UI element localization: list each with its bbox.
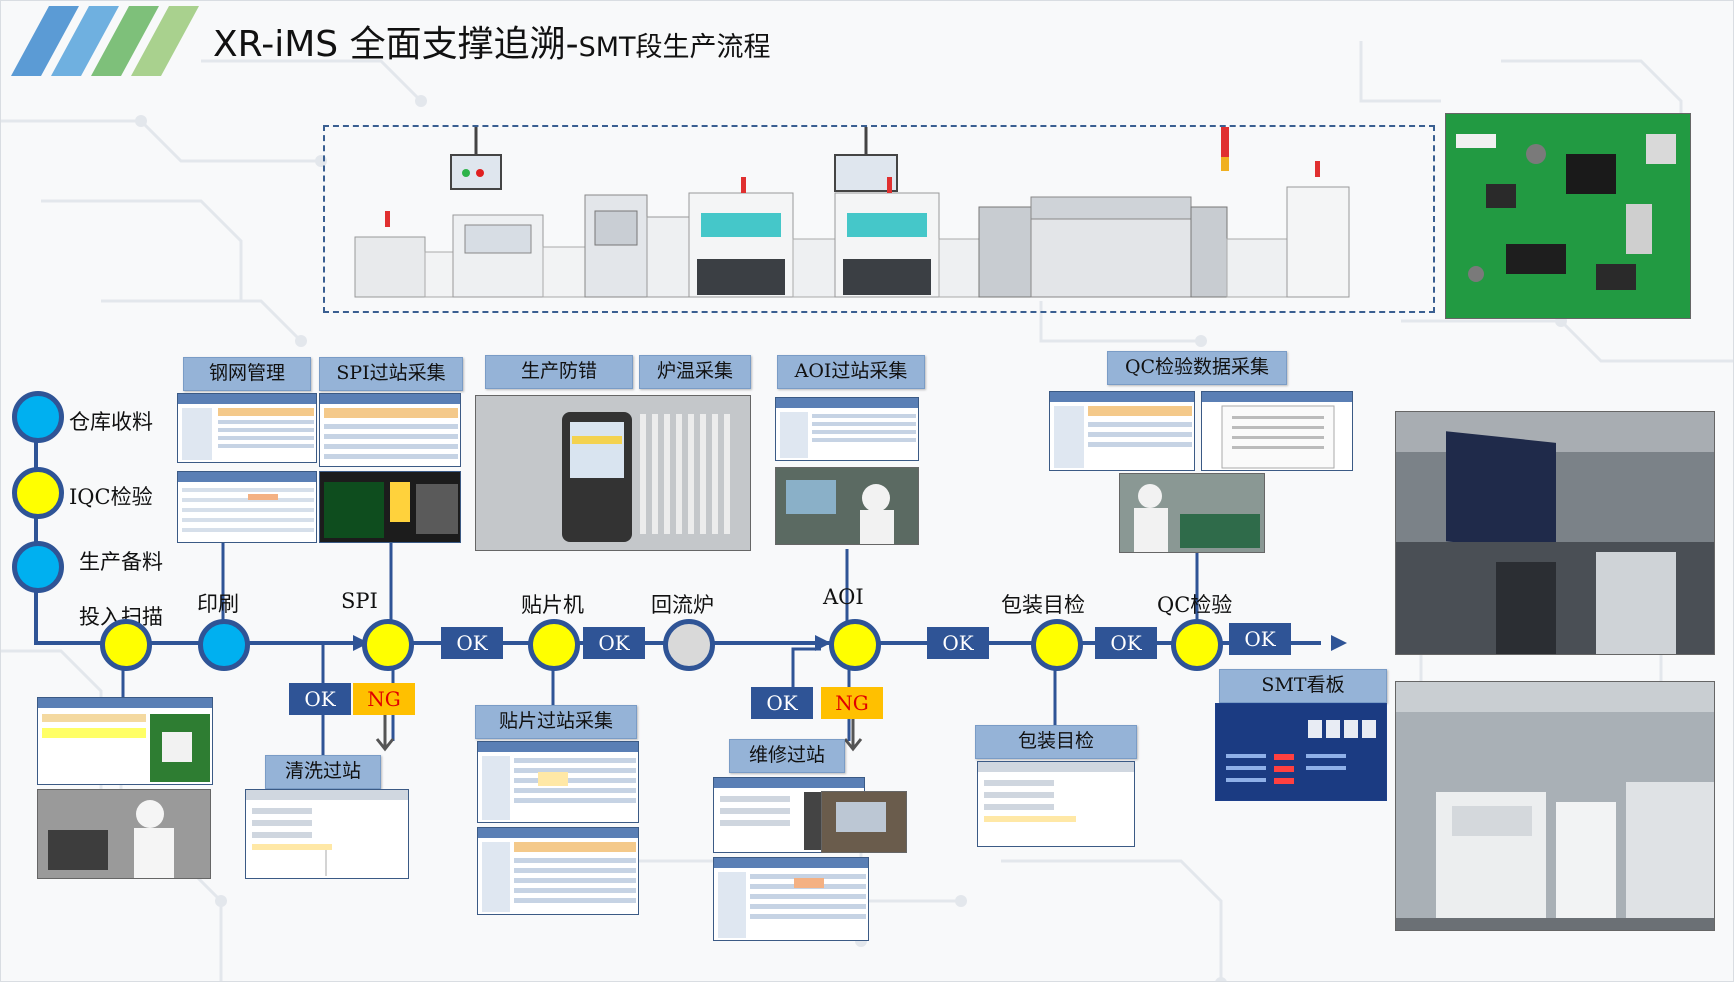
stencil-screenshot-2 [177, 471, 317, 543]
error-proof-photo [475, 395, 751, 551]
factory-photo-1 [1395, 411, 1715, 655]
ok-flag-aoi: OK [927, 627, 989, 659]
node-qc [1171, 619, 1223, 671]
page-title: XR-iMS 全面支撑追溯-SMT段生产流程 [213, 15, 771, 67]
node-scan [100, 619, 152, 671]
smt-board-screenshot [1215, 703, 1387, 801]
aoi-screenshot [775, 397, 919, 461]
node-spi [362, 619, 414, 671]
pack-screenshot [977, 761, 1135, 847]
qc-photo [1119, 473, 1265, 553]
mount-screenshot-1 [477, 741, 639, 823]
node-prep [12, 541, 64, 593]
repair-photo [821, 791, 907, 853]
corner-stripes [11, 6, 199, 76]
ng-flag-spi: NG [353, 683, 415, 715]
label-aoi-collect: AOI过站采集 [777, 355, 925, 389]
label-qc-collect: QC检验数据采集 [1107, 351, 1287, 385]
pcb-photo [1445, 113, 1691, 319]
label-oven-temp: 炉温采集 [639, 355, 751, 389]
title-sub-text: SMT段生产流程 [578, 32, 771, 63]
label-cleaning: 清洗过站 [265, 755, 381, 789]
ok-flag-spi: OK [441, 627, 503, 659]
qc-screenshot-1 [1049, 391, 1195, 471]
smt-line-illustration [323, 125, 1435, 313]
ok-flag-cleaning: OK [289, 683, 351, 715]
factory-photo-2 [1395, 681, 1715, 931]
label-pack-check: 包装目检 [975, 725, 1137, 759]
stage-aoi-label: AOI [823, 585, 864, 609]
stage-spi-label: SPI [341, 589, 378, 613]
ok-flag-repair: OK [751, 687, 813, 719]
repair-screenshot-2 [713, 857, 869, 941]
stage-qc-label: QC检验 [1157, 593, 1233, 617]
ok-flag-qc: OK [1229, 623, 1291, 655]
pcb-drawing [1446, 114, 1690, 318]
cleaning-screenshot [245, 789, 409, 879]
qc-screenshot-2 [1201, 391, 1353, 471]
label-error-proof: 生产防错 [485, 355, 633, 389]
stage-reflow-label: 回流炉 [651, 593, 714, 617]
node-print [198, 619, 250, 671]
label-smt-board: SMT看板 [1219, 669, 1387, 703]
legend-iqc-label: IQC检验 [69, 485, 153, 509]
ok-flag-pack: OK [1095, 627, 1157, 659]
label-repair: 维修过站 [729, 739, 845, 773]
mount-screenshot-2 [477, 827, 639, 915]
spi-screenshot-1 [319, 393, 461, 467]
label-mount-collect: 贴片过站采集 [475, 705, 637, 739]
node-iqc [12, 467, 64, 519]
node-reflow [663, 619, 715, 671]
ok-flag-mounter: OK [583, 627, 645, 659]
legend-prep-label: 生产备料 [79, 550, 163, 574]
stencil-screenshot-1 [177, 393, 317, 463]
stage-mounter-label: 贴片机 [521, 593, 584, 617]
scan-screenshot [37, 697, 213, 785]
scan-photo [37, 789, 211, 879]
stage-pack-label: 包装目检 [1001, 593, 1085, 617]
stage-print-label: 印刷 [197, 592, 239, 616]
node-mounter [528, 619, 580, 671]
ng-flag-aoi: NG [821, 687, 883, 719]
label-spi-collect: SPI过站采集 [319, 357, 463, 391]
label-stencil: 钢网管理 [183, 357, 311, 391]
node-warehouse [12, 391, 64, 443]
aoi-photo [775, 467, 919, 545]
title-main-text: XR-iMS 全面支撑追溯- [213, 24, 579, 65]
legend-warehouse-label: 仓库收料 [69, 410, 153, 434]
spi-screenshot-2 [319, 471, 461, 543]
smt-machines-drawing [354, 127, 1350, 298]
node-aoi [829, 619, 881, 671]
node-pack [1031, 619, 1083, 671]
